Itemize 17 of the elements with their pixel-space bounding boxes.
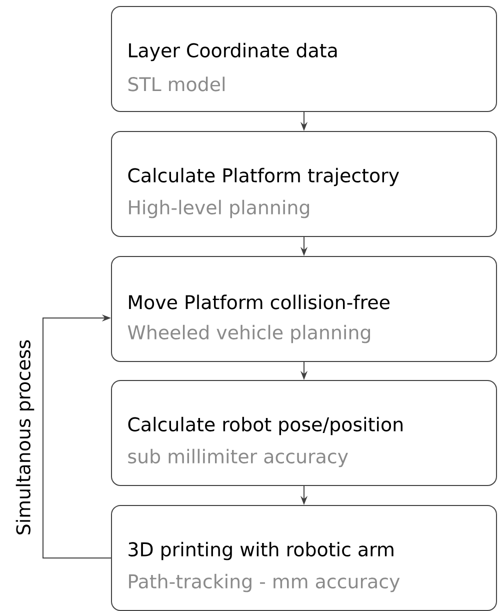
process-box: [111, 131, 497, 237]
process-box: [111, 256, 497, 362]
arrow: [42, 314, 112, 558]
process-box: [111, 380, 497, 486]
step-subtitle: Wheeled vehicle planning: [128, 324, 370, 344]
step-subtitle: STL model: [128, 76, 224, 92]
step-subtitle: Path-tracking - mm accuracy: [129, 574, 400, 592]
step-title: Layer Coordinate data: [129, 42, 337, 62]
process-box: [111, 6, 497, 112]
process-box: [111, 505, 497, 611]
step-title: Move Platform collision-free: [129, 294, 390, 310]
step-title: Calculate robot pose/position: [128, 416, 402, 436]
step-subtitle: High-level planning: [129, 200, 309, 218]
step-subtitle: sub millimiter accuracy: [128, 448, 348, 468]
step-title: Calculate Platform trajectory: [128, 168, 400, 186]
step-title: 3D printing with robotic arm: [128, 542, 394, 560]
edge-label: Simultanous process: [16, 340, 34, 534]
